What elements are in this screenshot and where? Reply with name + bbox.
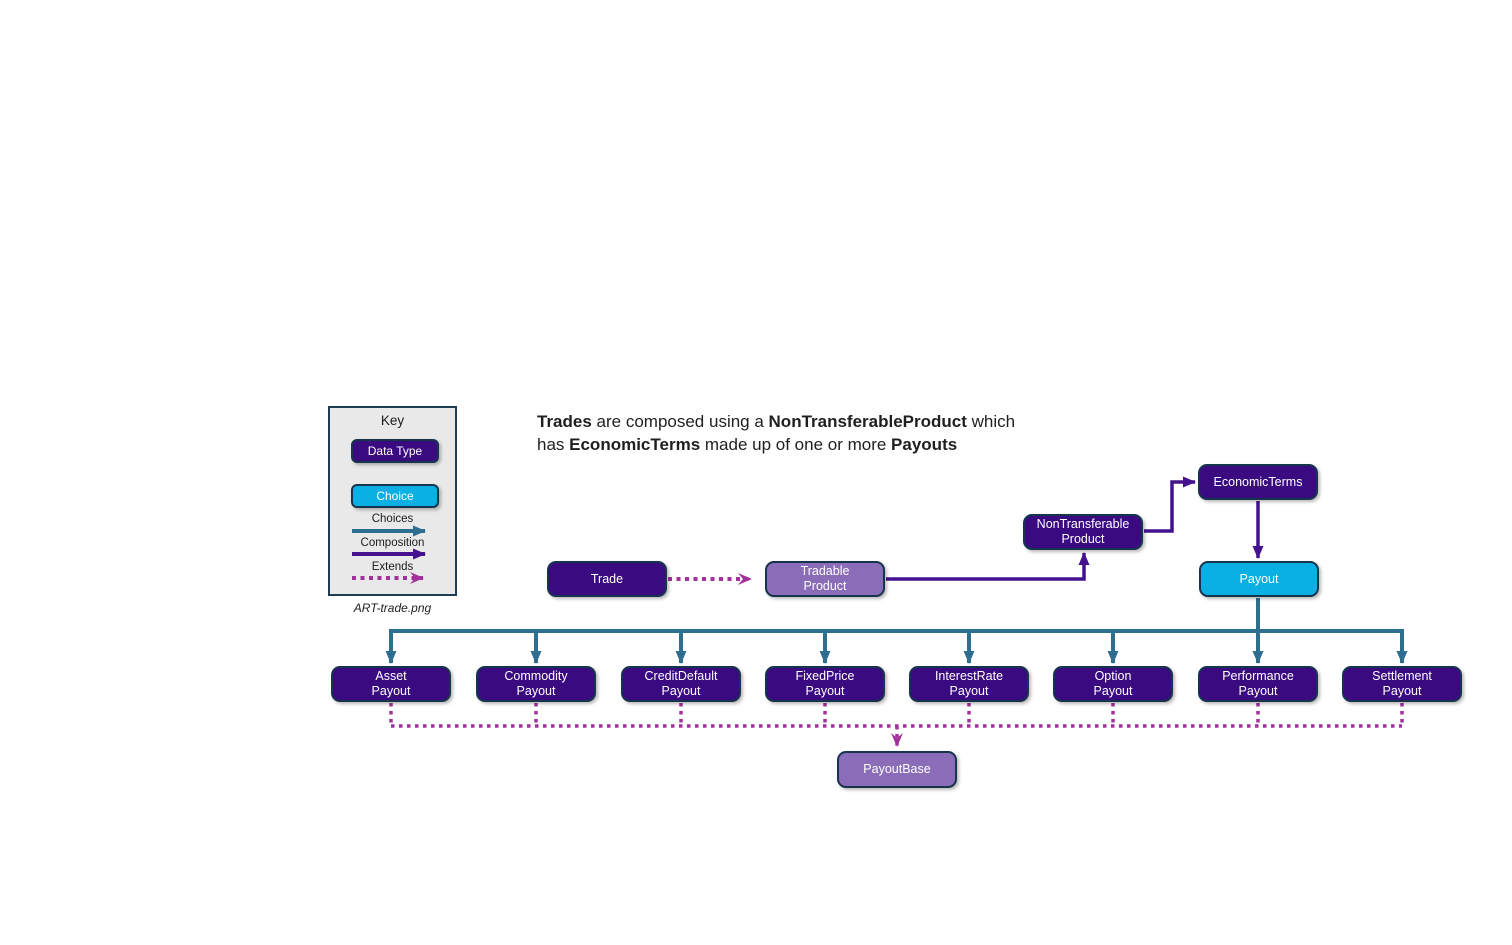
headline: Trades are composed using a NonTransfera… <box>537 410 1015 456</box>
edge-tradableproduct-nontransferableproduct <box>886 552 1090 581</box>
key-choices-label: Choices <box>371 513 414 525</box>
node-economic-terms: EconomicTerms <box>1198 464 1318 500</box>
node-payout-base: PayoutBase <box>837 751 957 788</box>
node-interestrate-payout: InterestRate Payout <box>909 666 1029 702</box>
node-creditdefault-payout: CreditDefault Payout <box>621 666 741 702</box>
headline-bold-nontransferableproduct: NonTransferableProduct <box>768 412 967 431</box>
headline-line-1: Trades are composed using a NonTransfera… <box>537 412 1016 431</box>
node-asset-payout: Asset Payout <box>331 666 451 702</box>
key-caption: ART-trade.png <box>353 601 432 615</box>
headline-bold-trades: Trades <box>537 412 592 431</box>
node-commodity-payout: Commodity Payout <box>476 666 596 702</box>
node-fixedprice-payout: FixedPrice Payout <box>765 666 885 702</box>
key-composition-label: Composition <box>360 537 425 549</box>
headline-line-2: has EconomicTerms made up of one or more… <box>537 435 958 454</box>
node-non-transferable-product: NonTransferable Product <box>1023 514 1143 550</box>
node-payout: Payout <box>1199 561 1319 597</box>
headline-bold-economicterms: EconomicTerms <box>569 435 701 454</box>
headline-bold-payouts: Payouts <box>891 435 958 454</box>
key-datatype-swatch: Data Type <box>351 439 439 463</box>
key-extends-label: Extends <box>371 561 414 573</box>
node-option-payout: Option Payout <box>1053 666 1173 702</box>
node-tradable-product: Tradable Product <box>765 561 885 597</box>
node-trade: Trade <box>547 561 667 597</box>
key-title: Key <box>380 413 405 428</box>
key-choice-swatch: Choice <box>351 484 439 508</box>
node-performance-payout: Performance Payout <box>1198 666 1318 702</box>
node-settlement-payout: Settlement Payout <box>1342 666 1462 702</box>
edge-nontransferableproduct-economicterms <box>1144 476 1196 533</box>
